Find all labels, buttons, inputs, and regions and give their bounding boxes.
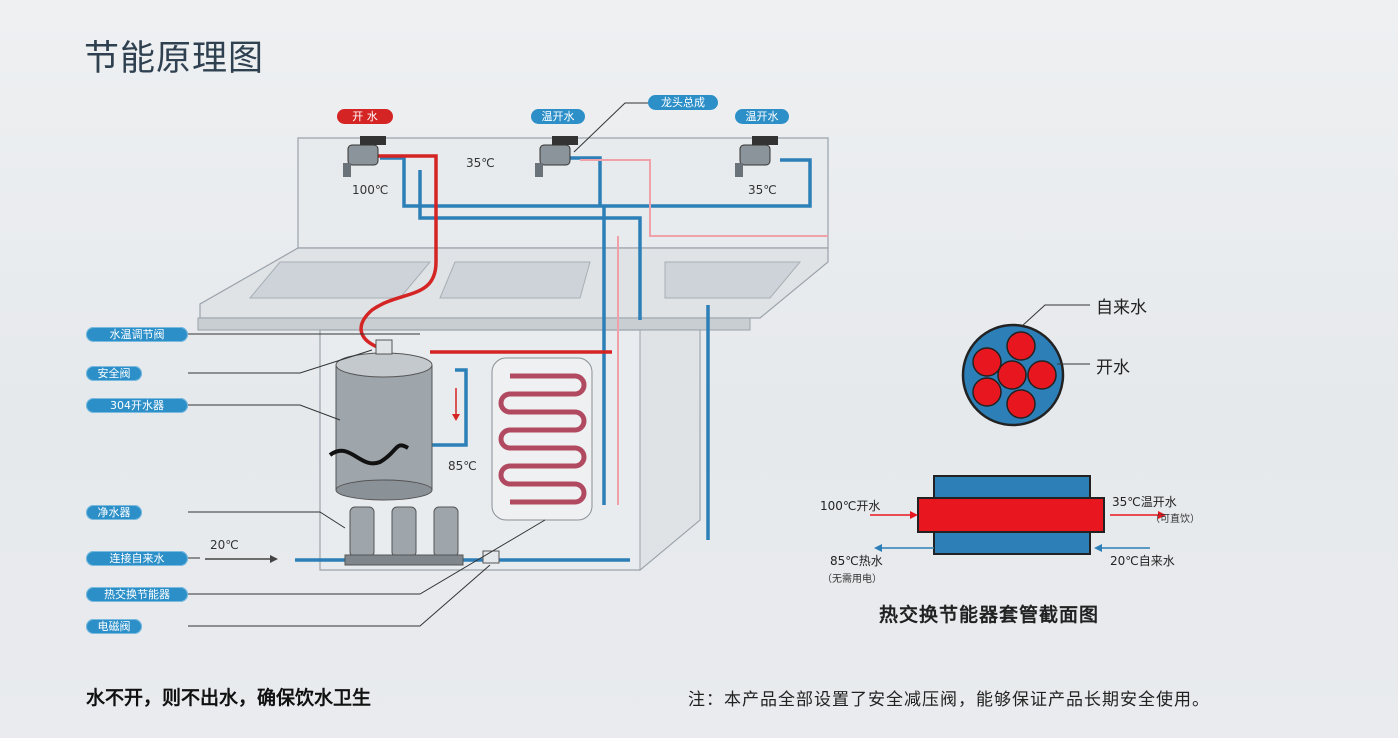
exchanger-out-warm-note: （可直饮） xyxy=(1150,514,1200,525)
hot-pipe xyxy=(359,154,612,354)
side-label-exchanger: 热交换节能器 xyxy=(86,587,188,602)
tube-exchanger xyxy=(917,475,1105,555)
cross-label-tap-water: 自来水 xyxy=(1096,298,1147,318)
cross-section-leaders xyxy=(1021,304,1090,365)
tap-label-warm-1: 温开水 xyxy=(531,109,585,124)
side-label-tap-water: 连接自来水 xyxy=(86,551,188,566)
temp-35-top: 35℃ xyxy=(466,156,495,170)
exchanger-caption: 热交换节能器套管截面图 xyxy=(879,604,1100,626)
side-leaders xyxy=(188,102,648,627)
tap-label-warm-2: 温开水 xyxy=(735,109,789,124)
footer-note-right: 注：本产品全部设置了安全减压阀，能够保证产品长期安全使用。 xyxy=(688,690,1210,710)
sink-middle xyxy=(439,261,591,299)
sink-right xyxy=(664,261,802,299)
side-label-boiler: 304开水器 xyxy=(86,398,188,413)
counter-edge xyxy=(197,317,751,331)
tap-label-boiling: 开 水 xyxy=(337,109,393,124)
side-label-solenoid: 电磁阀 xyxy=(86,619,142,634)
exchanger-arrows xyxy=(870,511,1166,552)
cross-label-boiling: 开水 xyxy=(1096,358,1130,378)
temp-85: 85℃ xyxy=(448,459,477,473)
side-label-water-valve: 水温调节阀 xyxy=(86,327,188,342)
temp-100: 100℃ xyxy=(352,183,389,197)
boiler-tank xyxy=(328,339,433,501)
faucet-warm-2 xyxy=(735,136,778,177)
pink-pipes xyxy=(580,159,828,505)
cabinet-side xyxy=(639,329,701,572)
temp-20: 20℃ xyxy=(210,538,239,552)
exchanger-out-hot-note: （无需用电） xyxy=(822,574,882,585)
exchanger-in-cold: 20℃自来水 xyxy=(1110,554,1175,568)
footer-note-left: 水不开，则不出水，确保饮水卫生 xyxy=(86,687,372,709)
tap-label-tap-head: 龙头总成 xyxy=(648,95,718,110)
flow-arrow-head xyxy=(452,414,460,421)
side-label-filter: 净水器 xyxy=(86,505,142,520)
temp-35-right: 35℃ xyxy=(748,183,777,197)
sink-left xyxy=(248,261,432,299)
exchanger-out-hot: 85℃热水 xyxy=(830,554,883,568)
exchanger-out-warm: 35℃温开水 xyxy=(1112,495,1177,509)
solenoid-valve xyxy=(482,550,500,564)
faucet-warm-1 xyxy=(535,136,578,177)
faucet-boiling xyxy=(343,136,386,177)
side-label-safety-valve: 安全阀 xyxy=(86,366,142,381)
inlet-arrow xyxy=(205,555,278,563)
page-title: 节能原理图 xyxy=(84,39,265,79)
exchanger-in-boiling: 100℃开水 xyxy=(820,499,881,513)
pipe-cross-section xyxy=(961,323,1065,427)
water-filters xyxy=(344,506,464,566)
heat-exchanger-coil xyxy=(491,357,593,521)
